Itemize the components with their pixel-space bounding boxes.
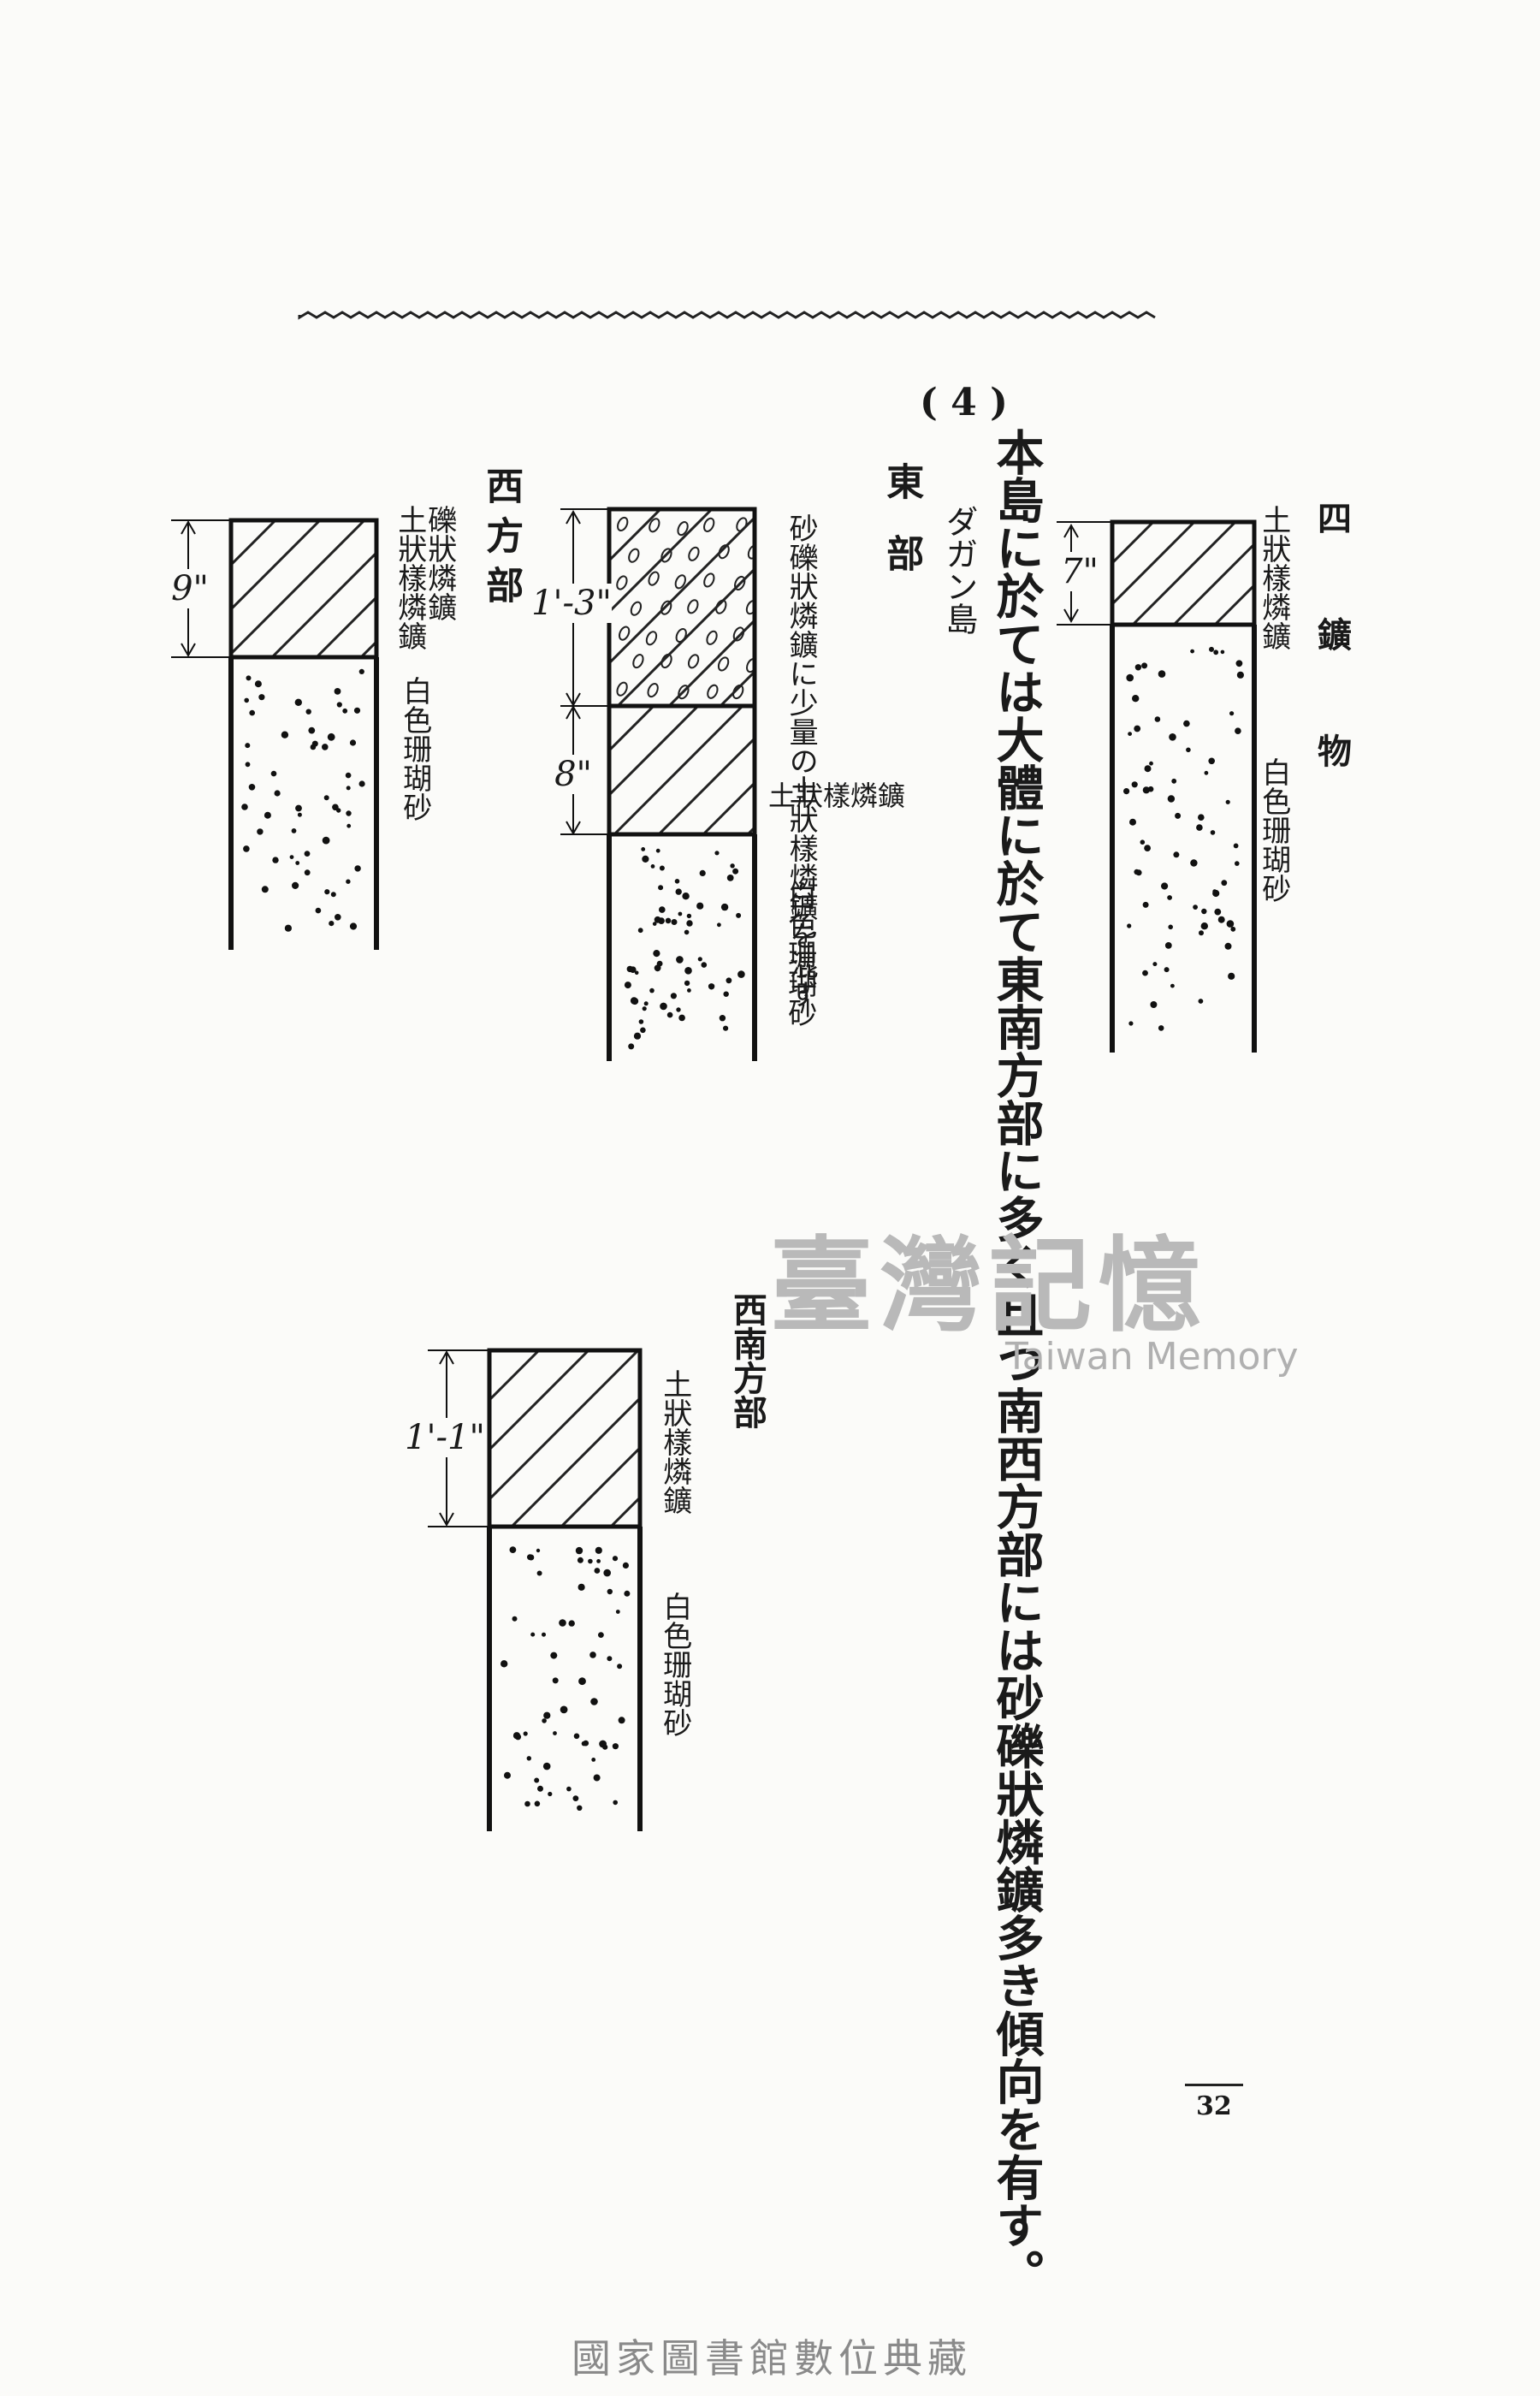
island-label: ダガン島 [939,505,978,635]
southwest-layer1-label: 土狀樣燐鑛 [657,1369,692,1515]
depth-east-layer1: 1'-3" [531,584,612,623]
strata-column-right [1057,519,1257,1053]
east-layer2-label: 土狀樣燐鑛 [768,780,906,812]
depth-southwest-layer1: 1'-1" [405,1418,485,1457]
west-base-label: 白色珊瑚砂 [397,676,432,821]
hatch-layer [1112,522,1254,625]
southwest-base-label: 白色珊瑚砂 [657,1592,692,1737]
section-number: ( 4 ) [920,381,1008,424]
west-layer1-label-b: 土狀樣燐鑛 [392,505,427,650]
right-layer1-label: 土狀樣燐鑛 [1256,505,1291,650]
right-base-label: 白色珊瑚砂 [1256,757,1291,903]
depth-west-layer1: 9" [171,569,209,608]
west-layer1-label-a: 礫狀燐鑛 [422,505,457,621]
depth-east-layer2: 8" [554,755,592,794]
watermark-sub: Taiwan Memory [1005,1335,1299,1379]
page-number-rule [1185,2084,1243,2086]
main-text: 本島に於ては大體に於て東南方部に多く且つ南西方部には砂礫狀燐鑛多き傾向を有す。 [988,428,1045,2297]
heading: 四 鑛 物 [1312,501,1352,792]
west-label: 西方部 [479,466,524,615]
strata-column-southwest [428,1348,643,1831]
page-number: 32 [1196,2091,1232,2121]
east-base-label: 白色珊瑚砂 [782,881,817,1027]
southwest-label: 西南方部 [727,1292,767,1429]
east-label: 東部 [880,462,924,606]
strata-column-west [171,518,379,950]
footer-library: 國家圖書館數位典藏 [572,2335,972,2381]
top-wavy-rule [298,311,1156,320]
watermark-logo: 臺灣記憶 [770,1225,1208,1346]
depth-right-layer1: 7" [1061,552,1099,591]
